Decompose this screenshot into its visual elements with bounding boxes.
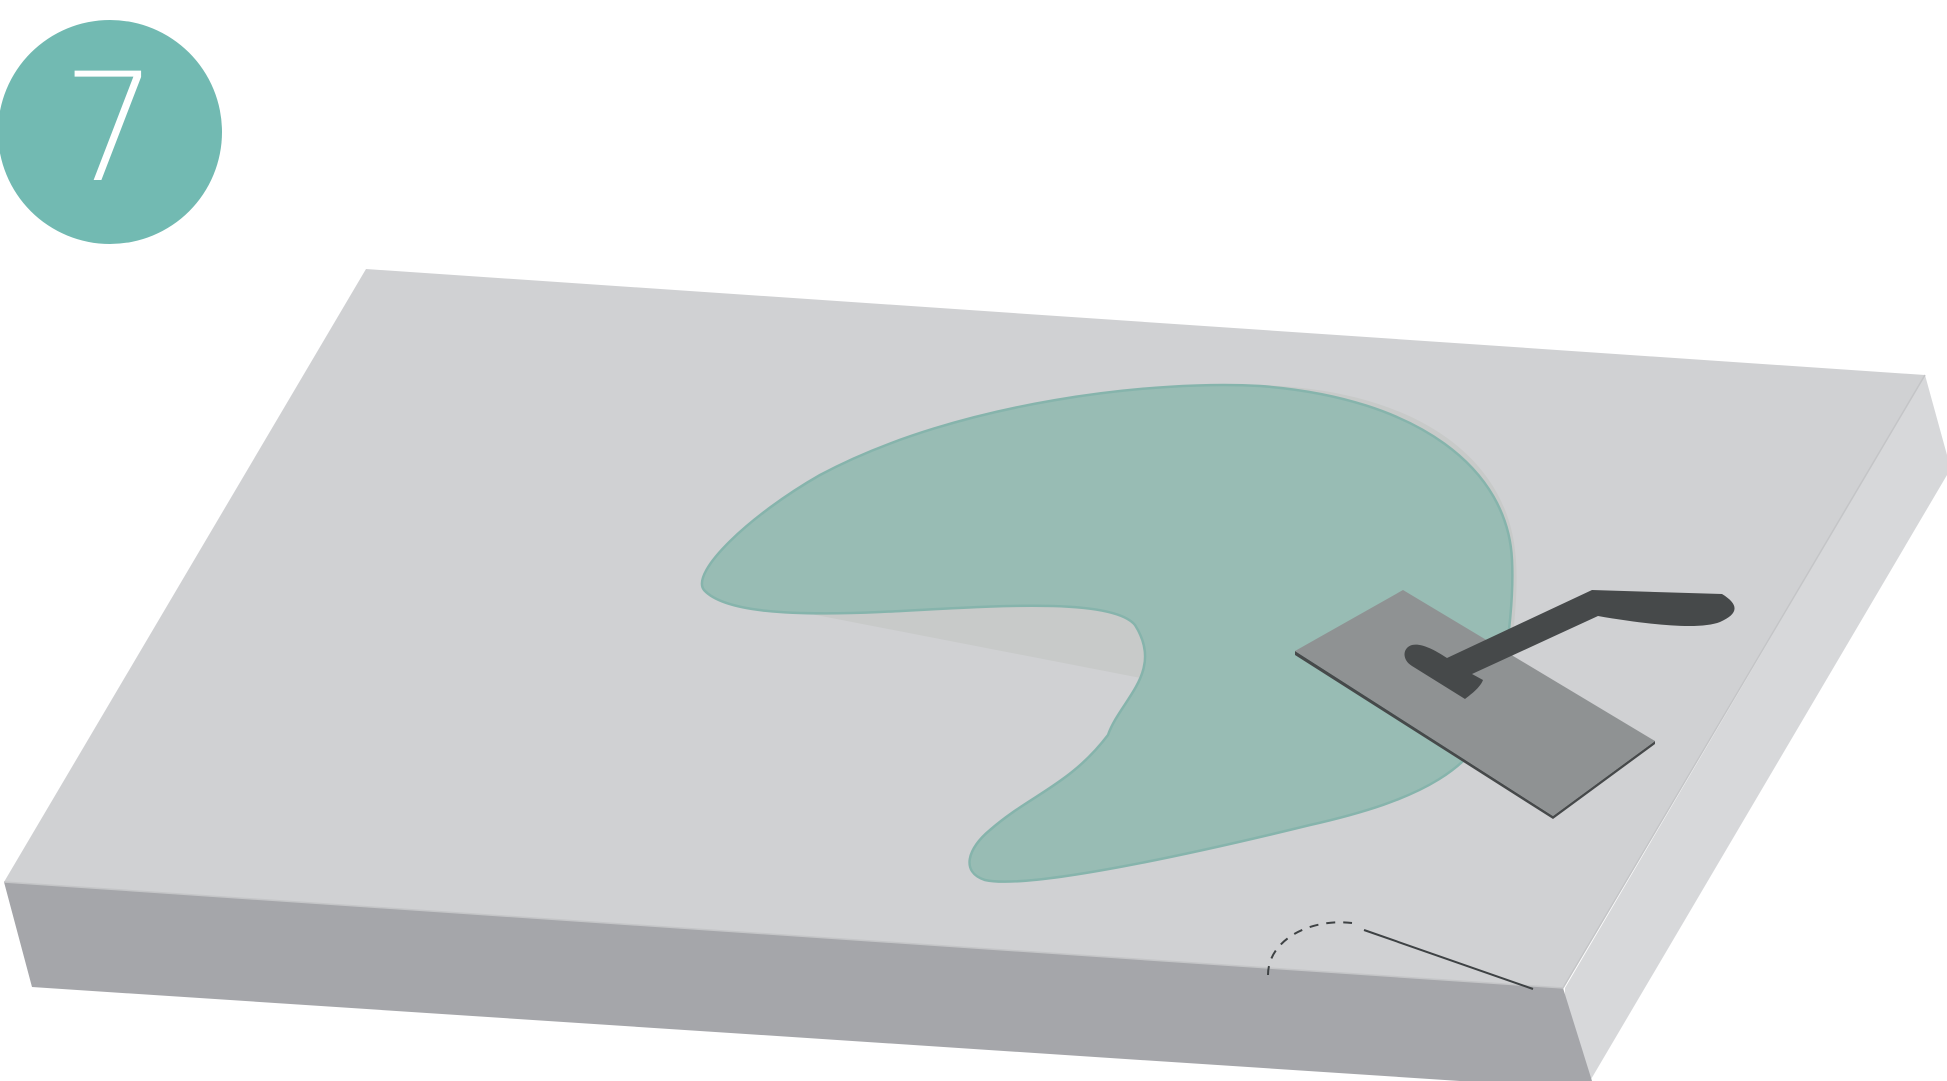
slab-front-face [4,882,1592,1081]
slab-edge-lines [3,374,1926,989]
slab-right-face [1565,375,1947,1081]
callout-leader [1267,921,1534,990]
step-number: 7 [62,42,158,216]
trowel-icon [1295,590,1735,819]
puddle-surface [700,383,1514,883]
trowel-blade [1295,590,1655,816]
trowel-handle [1404,590,1735,699]
concrete-slab [3,269,1947,1081]
leader-line [1363,929,1534,990]
step-number-badge: 7 [0,20,222,244]
